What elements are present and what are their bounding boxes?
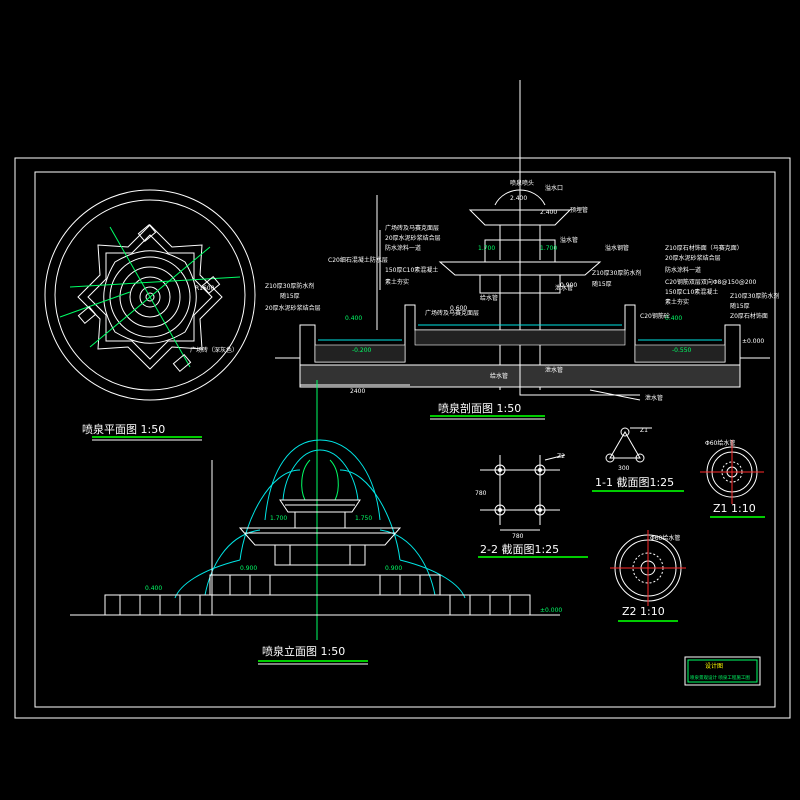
sec22-title: 2-2 截面图1:25 <box>480 542 559 556</box>
z1-title: Z1 1:10 <box>713 502 756 515</box>
sign-title: 设计图 <box>705 662 723 670</box>
plan-view: R1600 广场砖（深灰色） 喷泉平面图 1:50 <box>44 189 256 441</box>
lvl-2400b: 2.400 <box>540 209 557 216</box>
plan-note: 广场砖（深灰色） <box>190 346 238 354</box>
z2-tag: Z2 <box>557 453 565 460</box>
sec-cnote-3: C20钢筋砼 <box>640 312 670 320</box>
dim-780: 780 <box>512 533 524 540</box>
sec-note-4: C20细石混凝土防水层 <box>328 256 388 264</box>
sec-rnote-7: Z10厚30厚防水剂 <box>730 292 779 300</box>
dim-300: 300 <box>618 465 630 472</box>
sec-rnote-2: 20厚水泥砂浆结合层 <box>665 254 721 262</box>
elev-lvl-0900: 0.900 <box>385 565 402 572</box>
sec-rnote-5: 150厚C10素混凝土 <box>665 288 718 296</box>
dim-2400: 2400 <box>350 388 365 395</box>
top-note-3: 预埋管 <box>570 206 588 214</box>
sec-rnote-1: Z10厚石材饰面（马赛克面） <box>665 244 743 252</box>
sec-note-3: 防水涂料一道 <box>385 244 421 252</box>
title-block: 设计图 喷泉景观设计 喷泉工程施工图 <box>684 656 761 686</box>
inner-frame <box>34 171 776 708</box>
sec-note-8: 随15厚 <box>280 292 300 300</box>
lvl-0400: 0.400 <box>345 315 362 322</box>
sec-note-7: Z10厚30厚防水剂 <box>265 282 314 290</box>
lvl-0900: 0.900 <box>560 282 577 289</box>
elev-lvl-1700: 1.700 <box>270 515 287 522</box>
lvl-1700: 1.700 <box>478 245 495 252</box>
sec-note-10: 广场砖及马赛克面层 <box>425 309 479 317</box>
sec-note-6: 素土夯实 <box>385 278 409 286</box>
top-note-2: 溢水口 <box>545 184 563 192</box>
z2-pipe: Φ60给水管 <box>650 534 680 542</box>
sec11-title: 1-1 截面图1:25 <box>595 475 674 489</box>
center-note-3: 泄水管 <box>555 284 573 292</box>
center-note-4: 给水管 <box>490 372 508 380</box>
sec-rnote-4: C20钢筋双层双向Φ8@150@200 <box>665 278 756 286</box>
z2-detail: Φ60给水管 Z2 1:10 <box>610 530 686 622</box>
lvl-2400: 2.400 <box>510 195 527 202</box>
center-note-6: 泄水管 <box>645 394 663 402</box>
section-11: Z1 300 1-1 截面图1:25 <box>592 427 684 492</box>
lvl-0550: -0.550 <box>672 347 692 354</box>
lvl-0200: -0.200 <box>352 347 372 354</box>
section-view: 2400 2.400 2.400 1.700 1.700 0.900 0.600… <box>265 80 779 420</box>
z2-title: Z2 1:10 <box>622 605 665 618</box>
z1-pipe: Φ60给水管 <box>705 439 735 447</box>
sec-rnote-6: 素土夯实 <box>665 298 689 306</box>
lvl-0000: ±0.000 <box>742 338 764 345</box>
sec-note-2: 20厚水泥砂浆结合层 <box>385 234 441 242</box>
elev-lvl-0800: 0.900 <box>240 565 257 572</box>
elev-lvl-0000: ±0.000 <box>540 607 562 614</box>
plan-title: 喷泉平面图 1:50 <box>82 422 165 436</box>
section-22: Z2 780 780 2-2 截面图1:25 <box>475 453 588 558</box>
outer-frame <box>14 157 791 719</box>
sec-cnote-1: Z10厚30厚防水剂 <box>592 269 641 277</box>
plan-radius-label: R1600 <box>195 285 215 292</box>
sec-note-9: 20厚水泥砂浆结合层 <box>265 304 321 312</box>
lvl-0400b: 0.400 <box>665 315 682 322</box>
sec-note-1: 广场砖及马赛克面层 <box>385 224 439 232</box>
center-note-5: 泄水管 <box>545 366 563 374</box>
dim-780-v: 780 <box>475 490 487 497</box>
center-note-1: 溢水管 <box>560 236 578 244</box>
elev-lvl-1750: 1.750 <box>355 515 372 522</box>
sec-rnote-9: Z0厚石材饰面 <box>730 312 768 320</box>
elevation-view: 1.700 1.750 0.900 0.900 0.400 ±0.000 喷泉立… <box>70 439 562 665</box>
z1-tag: Z1 <box>640 427 648 434</box>
lvl-1700b: 1.700 <box>540 245 557 252</box>
elevation-title: 喷泉立面图 1:50 <box>262 644 345 658</box>
lvl-0600: 0.600 <box>450 305 467 312</box>
elev-lvl-0400: 0.400 <box>145 585 162 592</box>
sign-text: 喷泉景观设计 喷泉工程施工图 <box>690 674 750 681</box>
center-note-2: 给水管 <box>480 294 498 302</box>
sec-note-5: 150厚C10素混凝土 <box>385 266 438 274</box>
section-title: 喷泉剖面图 1:50 <box>438 401 521 415</box>
sec-rnote-8: 随15厚 <box>730 302 750 310</box>
z1-detail: Φ60给水管 Z1 1:10 <box>700 439 765 518</box>
sec-cnote-2: 随15厚 <box>592 280 612 288</box>
top-note-1: 喷泉喷头 <box>510 179 534 187</box>
top-note-4: 溢水钢管 <box>605 244 629 252</box>
sec-rnote-3: 防水涂料一道 <box>665 266 701 274</box>
